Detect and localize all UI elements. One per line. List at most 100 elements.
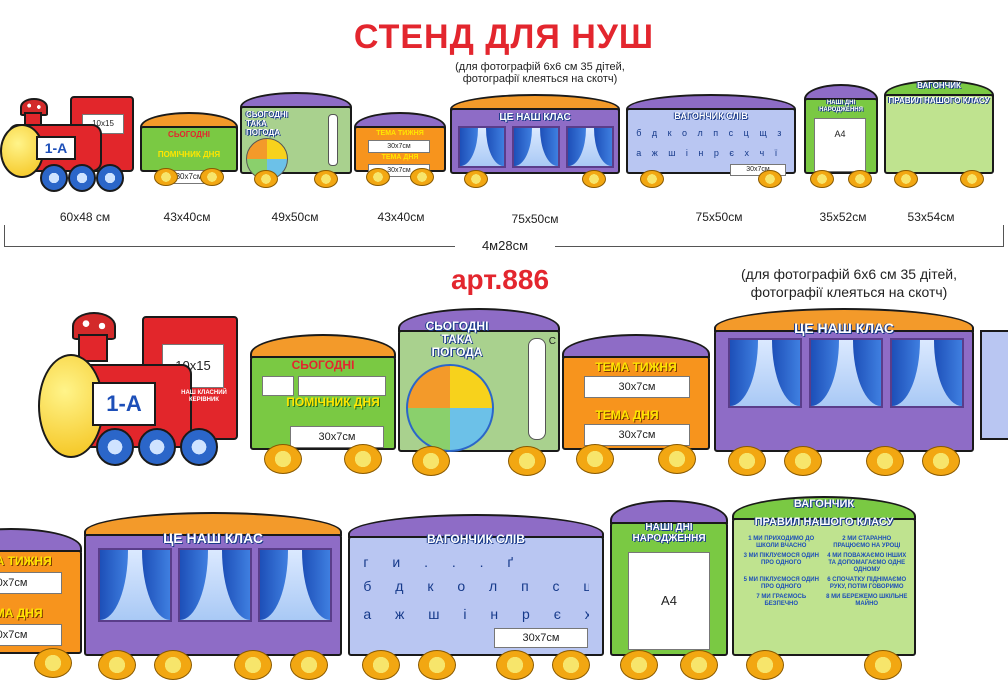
window [809, 338, 883, 408]
wagon-birthday-title: НАШІ ДНІ НАРОДЖЕННЯ [632, 522, 706, 544]
wagon-words-title: ВАГОНЧИК СЛІВ [674, 111, 748, 121]
wagon-today-box [262, 376, 294, 396]
wagon-birthday-bottom: НАШІ ДНІ НАРОДЖЕННЯ А4 [610, 500, 728, 680]
window [258, 548, 332, 622]
photo-note: (для фотографій 6х6 см 35 дітей, фотогра… [741, 266, 957, 300]
article-number: арт.886 [450, 264, 550, 295]
thermometer-icon [328, 114, 338, 166]
wagon-weather-title: СЬОГОДНІ ТАКА ПОГОДА [425, 319, 489, 359]
loco-class-label: 1-А [92, 382, 156, 426]
thermo-label: С [548, 336, 556, 347]
wagon-words-cell: 30х7см [494, 628, 588, 648]
wagon-words-clipped [980, 330, 1008, 470]
window [178, 548, 252, 622]
wagon-class-title: ЦЕ НАШ КЛАС [163, 530, 263, 546]
wagon-theme-week: ТЕМА ТИЖНЯ [376, 130, 424, 137]
loco-wheel [138, 428, 176, 466]
wagon-weather-title: СЬОГОДНІ ТАКА ПОГОДА [246, 110, 288, 137]
rule-item: 4 МИ ПОВАЖАЄМО ІНШИХ ТА ДОПОМАГАЄМО ОДНЕ… [827, 553, 907, 573]
wagon-theme-day: ТЕМА ДНЯ [381, 154, 419, 161]
wagon-rules-bottom: ВАГОНЧИК ПРАВИЛ НАШОГО КЛАСУ 1 МИ ПРИХОД… [732, 496, 916, 680]
letters-row: г и . . . ґ [363, 554, 524, 570]
loco-small: 10х15 1-А [0, 92, 150, 194]
rule-item: 1 МИ ПРИХОДИМО ДО ШКОЛИ ВЧАСНО [748, 536, 815, 549]
size-label: 49х50см [271, 210, 319, 224]
wagon-today-small: СЬОГОДНІ ПОМІЧНИК ДНЯ 30х7см [140, 112, 238, 186]
wagon-theme-small: ТЕМА ТИЖНЯ 30х7см ТЕМА ДНЯ 30х7см [354, 112, 446, 186]
size-label: 43х40см [163, 210, 211, 224]
wagon-theme-day: ТЕМА ДНЯ [0, 606, 43, 620]
wagon-weather-small: СЬОГОДНІ ТАКА ПОГОДА [240, 92, 352, 188]
wagon-weather-large: СЬОГОДНІ ТАКА ПОГОДА С [398, 308, 560, 476]
size-label: 75х50см [511, 212, 559, 226]
wagon-class-bottom: ЦЕ НАШ КЛАС [84, 512, 342, 680]
letters-row: а ж ш і н р є х ч ї я [636, 148, 786, 158]
wagon-theme-day-cell: 30х7см [584, 424, 690, 446]
wagon-theme-large: ТЕМА ТИЖНЯ 30х7см ТЕМА ДНЯ 30х7см [562, 334, 710, 474]
rule-item: 3 МИ ПІКЛУЄМОСЯ ОДИН ПРО ОДНОГО [743, 553, 819, 566]
page-title: СТЕНД ДЛЯ НУШ [353, 18, 655, 56]
letters-row: а ж ш і н р є х ч ї я [363, 606, 588, 622]
wagon-class-title: ЦЕ НАШ КЛАС [499, 112, 571, 123]
rules-list: 1 МИ ПРИХОДИМО ДО ШКОЛИ ВЧАСНО 2 МИ СТАР… [740, 536, 908, 608]
loco-wheel [96, 428, 134, 466]
wagon-class-small: ЦЕ НАШ КЛАС [450, 94, 620, 188]
wagon-rules-title-1: ВАГОНЧИК [793, 498, 855, 510]
dimension-tick-right [1003, 225, 1004, 247]
wagon-birthday-title: НАШІ ДНІ НАРОДЖЕННЯ [819, 100, 863, 113]
wagon-theme-week: ТЕМА ТИЖНЯ [0, 554, 52, 568]
wagon-theme-week-cell: 30х7см [368, 140, 430, 153]
wagon-today-helper: ПОМІЧНИК ДНЯ [286, 395, 380, 409]
loco-wheel [180, 428, 218, 466]
wagon-birthday-a4: А4 [814, 118, 866, 172]
wagon-theme-clipped: ТЕМА ТИЖНЯ 30х7см ТЕМА ДНЯ 30х7см [0, 528, 82, 678]
thermometer-icon [528, 338, 546, 440]
window [98, 548, 172, 622]
wagon-today-cell: 30х7см [290, 426, 384, 448]
size-label: 53х54см [907, 210, 955, 224]
wagon-birthday-small: НАШІ ДНІ НАРОДЖЕННЯ А4 [804, 84, 878, 188]
wagon-rules-title-2: ПРАВИЛ НАШОГО КЛАСУ [754, 516, 894, 528]
wagon-theme-week-cell: 30х7см [584, 376, 690, 398]
rule-item: 5 МИ ПІКЛУЄМОСЯ ОДИН ПРО ОДНОГО [743, 577, 819, 590]
size-label: 60х48 см [59, 210, 111, 224]
letters-row: б д к о л п с ц щ з ю [363, 578, 588, 594]
loco-class-label: 1-А [36, 136, 76, 160]
size-label: 43х40см [377, 210, 425, 224]
loco-wheel [40, 164, 68, 192]
rule-item: 7 МИ ГРАЄМОСЬ БЕЗПЕЧНО [756, 594, 807, 607]
size-label: 75х50см [695, 210, 743, 224]
window [512, 126, 560, 168]
subtitle-line-1: (для фотографій 6х6 см 35 дітей, [455, 61, 625, 73]
window [566, 126, 614, 168]
wagon-rules-title-2: ПРАВИЛ НАШОГО КЛАСУ [888, 96, 990, 105]
total-length-label: 4м28см [455, 238, 555, 253]
wagon-theme-day: ТЕМА ДНЯ [595, 408, 659, 422]
wagon-today-box [298, 376, 386, 396]
wagon-theme-day-cell: 30х7см [0, 624, 62, 646]
subtitle-line-2: фотографії клеяться на скотч) [462, 73, 618, 85]
dimension-tick-left [4, 225, 5, 247]
window [890, 338, 964, 408]
wagon-rules-small: ВАГОНЧИК ПРАВИЛ НАШОГО КЛАСУ [884, 80, 994, 188]
wagon-today-title: СЬОГОДНІ [168, 130, 210, 139]
loco-wheel [68, 164, 96, 192]
page-subtitle: (для фотографій 6х6 см 35 дітей, фотогра… [420, 61, 660, 85]
wagon-theme-week-cell: 30х7см [0, 572, 62, 594]
wagon-today-large: СЬОГОДНІ ПОМІЧНИК ДНЯ 30х7см [250, 334, 396, 474]
wagon-rules-title-1: ВАГОНЧИК [917, 81, 961, 90]
loco-large: 10х15 1-А НАШ КЛАСНИЙ КЕРІВНИК [34, 306, 244, 478]
rule-item: 2 МИ СТАРАННО ПРАЦЮЄМО НА УРОЦІ [833, 536, 901, 549]
size-label: 35х52см [819, 210, 867, 224]
rule-item: 8 МИ БЕРЕЖЕМО ШКІЛЬНЕ МАЙНО [826, 594, 908, 607]
wagon-birthday-a4: А4 [628, 552, 710, 650]
rule-item: 6 СПОЧАТКУ ПІДНІМАЄМО РУКУ, ПОТІМ ГОВОРИ… [827, 577, 907, 590]
wagon-today-title: СЬОГОДНІ [291, 358, 355, 372]
window [728, 338, 802, 408]
wagon-theme-week: ТЕМА ТИЖНЯ [595, 360, 677, 374]
loco-wheel [96, 164, 124, 192]
window [458, 126, 506, 168]
wagon-class-title: ЦЕ НАШ КЛАС [794, 320, 894, 336]
weather-wheel-icon [406, 364, 494, 452]
letters-row: б д к о л п с ц щ з ю [636, 128, 786, 138]
